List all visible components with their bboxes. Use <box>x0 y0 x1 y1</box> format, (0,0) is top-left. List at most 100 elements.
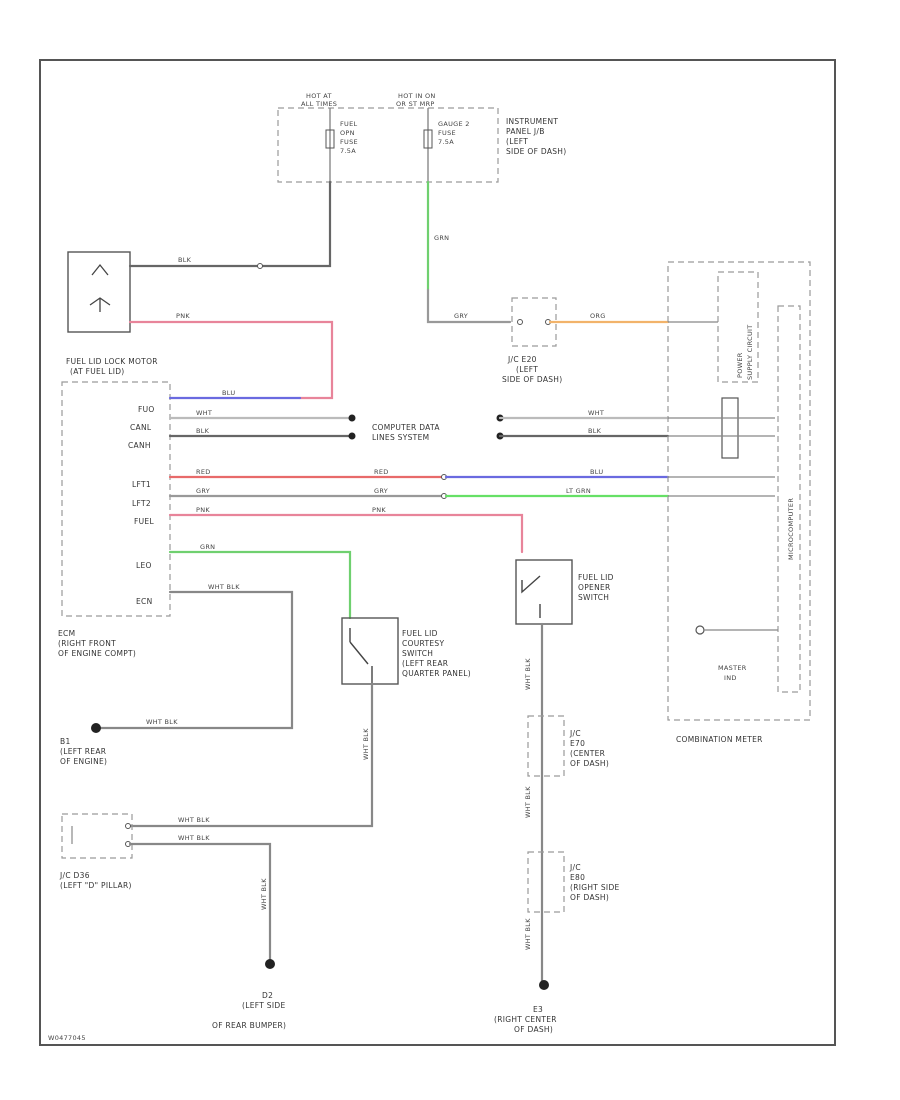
fuse1-text-c: FUSE <box>340 138 358 146</box>
motor-box <box>67 251 131 333</box>
wire-whtblk-label-ecn: WHT BLK <box>208 583 240 591</box>
ecm-pin-lft1: LFT1 <box>132 480 151 489</box>
wire-pnk-motor <box>128 320 334 400</box>
hot-label-1a: HOT AT <box>306 92 332 100</box>
opener-label-a: FUEL LID <box>578 573 614 582</box>
wire-pnk-label: PNK <box>176 312 190 320</box>
fuse1-text-b: OPN <box>340 129 355 137</box>
meter-outline <box>667 261 811 721</box>
courtesy-label-c: SWITCH <box>402 649 433 658</box>
fuse2-text-a: GAUGE 2 <box>438 120 470 128</box>
jb-name-c: (LEFT <box>506 137 528 146</box>
wire-pnk-fuel <box>168 513 524 554</box>
ecm-pin-leo: LEO <box>136 561 152 570</box>
junction-block-outline <box>277 107 499 183</box>
wire-whtblk-d2 <box>128 842 272 964</box>
wire-org-label: ORG <box>590 312 606 320</box>
fuel-lid-opener-switch: FUEL LID OPENER SWITCH <box>515 559 614 625</box>
wire-whtblk-label-opener-b: WHT BLK <box>524 786 532 818</box>
instrument-panel-junction-block: HOT AT ALL TIMES HOT IN ON OR ST MRP FUE… <box>277 92 566 183</box>
junction-e20-b: (LEFT <box>516 365 538 374</box>
ecm-name-b: (RIGHT FRONT <box>58 639 116 648</box>
wire-whtblk-ecn <box>96 590 294 730</box>
wire-grn-label-fuse2: GRN <box>434 234 449 242</box>
power-supply-a: POWER <box>736 352 744 378</box>
ground-b1-dot <box>91 723 101 733</box>
hot-label-2a: HOT IN ON <box>398 92 436 100</box>
wire-pnk-label-a: PNK <box>196 506 210 514</box>
wire-grn-leo <box>168 550 352 620</box>
jc-right-c: (RIGHT SIDE <box>570 883 620 892</box>
ground-d2-dot <box>265 959 275 969</box>
master-ind-b: IND <box>724 674 737 682</box>
jc-right-a: J/C <box>569 863 581 872</box>
ecm-pin-ecn: ECN <box>136 597 153 606</box>
junction-e20-a: J/C E20 <box>507 355 537 364</box>
jc-center-a: J/C <box>569 729 581 738</box>
jc-d36-b: (LEFT "D" PILLAR) <box>60 881 132 890</box>
power-supply-box <box>717 271 759 383</box>
wire-blk-motor-fuse <box>128 180 332 268</box>
computer-data-a: COMPUTER DATA <box>372 423 440 432</box>
ground-e3-b: (RIGHT CENTER <box>494 1015 557 1024</box>
ecm-pin-fuel: FUEL <box>134 517 154 526</box>
fuse1-text-a: FUEL <box>340 120 358 128</box>
courtesy-switch-icon <box>349 628 373 684</box>
master-ind-a: MASTER <box>718 664 747 672</box>
wire-gry-jc <box>426 288 512 324</box>
opener-switch-icon <box>521 575 541 618</box>
opener-switch-box <box>515 559 573 625</box>
motor-label-b: (AT FUEL LID) <box>70 367 125 376</box>
ground-d2-c: OF REAR BUMPER) <box>212 1021 286 1030</box>
diagram-frame <box>39 59 836 1046</box>
wire-whtblk-label-d36b: WHT BLK <box>178 834 210 842</box>
ground-b1-a: B1 <box>60 737 71 746</box>
fuse2-icon <box>423 129 433 149</box>
master-ind-lamp-icon <box>695 625 705 635</box>
wire-whtblk-courtesy <box>128 682 374 828</box>
wire-pnk-label-b: PNK <box>372 506 386 514</box>
courtesy-label-e: QUARTER PANEL) <box>402 669 471 678</box>
jb-name-a: INSTRUMENT <box>506 117 558 126</box>
meter-name: COMBINATION METER <box>676 735 763 744</box>
jc-right-b: E80 <box>570 873 585 882</box>
wire-blu-label-lft1: BLU <box>590 468 603 476</box>
junction-dot-canh <box>348 432 356 440</box>
jc-d36-outline <box>61 813 133 859</box>
wire-whtblk-label-b1: WHT BLK <box>146 718 178 726</box>
jc-right-d: OF DASH) <box>570 893 609 902</box>
hot-label-1b: ALL TIMES <box>301 100 337 108</box>
ecm-pin-fuo: FUO <box>138 405 155 414</box>
wire-whtblk-label-d2: WHT BLK <box>260 878 268 910</box>
wire-whtblk-label-courtesy: WHT BLK <box>362 728 370 760</box>
motor-arrow-icon <box>91 263 109 276</box>
motor-symbol-icon <box>89 297 111 312</box>
ground-d2-b: (LEFT SIDE <box>242 1001 285 1010</box>
ground-b1-c: OF ENGINE) <box>60 757 107 766</box>
wire-red-label-b: RED <box>374 468 389 476</box>
motor-label-a: FUEL LID LOCK MOTOR <box>66 357 158 366</box>
opener-label-c: SWITCH <box>578 593 609 602</box>
jc-right-outline <box>527 851 565 913</box>
wire-whtblk-label-opener-c: WHT BLK <box>524 918 532 950</box>
ground-e3-c: OF DASH) <box>514 1025 553 1034</box>
jc-center-c: (CENTER <box>570 749 605 758</box>
fuse1-icon <box>325 129 335 149</box>
ecm-pin-canh: CANH <box>128 441 151 450</box>
ecm-pin-canl: CANL <box>130 423 152 432</box>
junction-e20-outline <box>511 297 557 347</box>
wire-gry-label-a: GRY <box>196 487 210 495</box>
ground-d2-a: D2 <box>262 991 273 1000</box>
fuel-lid-lock-motor: FUEL LID LOCK MOTOR (AT FUEL LID) <box>66 251 158 376</box>
wire-blk-label: BLK <box>178 256 192 264</box>
ecm-pin-lft2: LFT2 <box>132 499 151 508</box>
ecm-name-c: OF ENGINE COMPT) <box>58 649 136 658</box>
ground-b1-b: (LEFT REAR <box>60 747 106 756</box>
connector-e20-a <box>517 319 523 325</box>
jc-d36-a: J/C D36 <box>59 871 90 880</box>
fuel-lid-courtesy-switch: FUEL LID COURTESY SWITCH (LEFT REAR QUAR… <box>341 617 471 685</box>
ecm-module: FUO CANL CANH LFT1 LFT2 FUEL LEO ECN ECM… <box>58 381 171 658</box>
wire-red-label-a: RED <box>196 468 211 476</box>
wire-grn-label: GRN <box>200 543 215 551</box>
